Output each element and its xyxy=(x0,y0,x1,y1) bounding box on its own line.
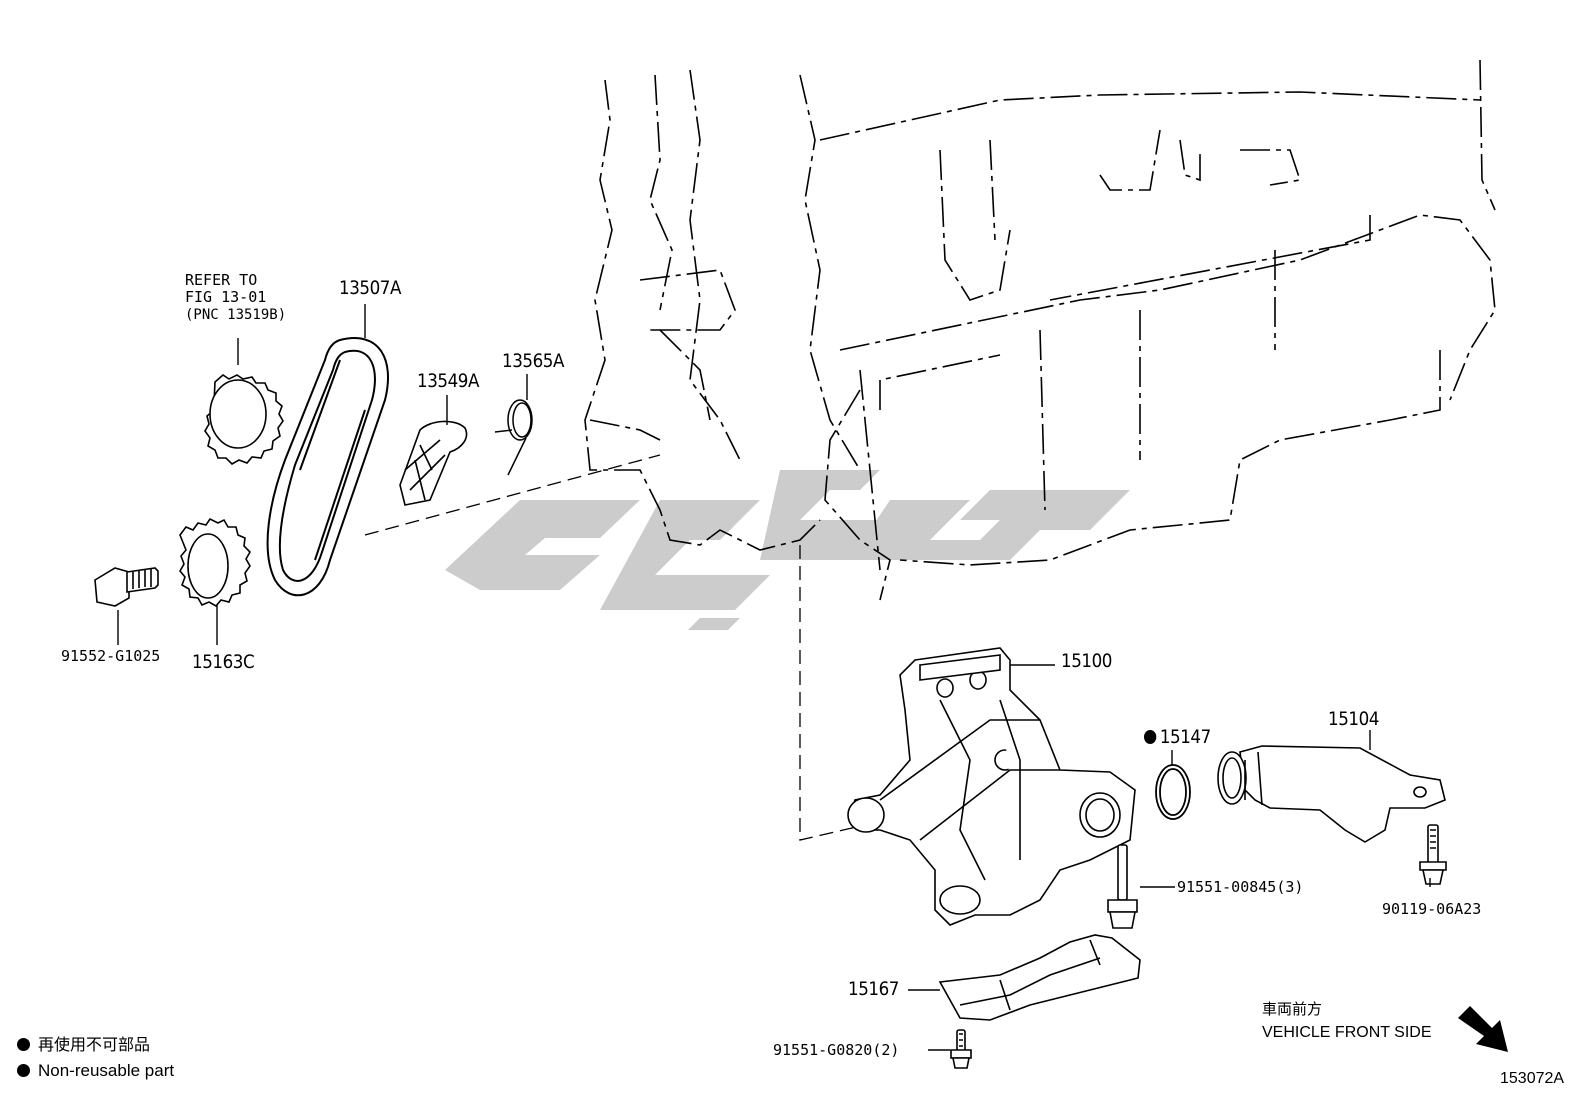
legend-dot-icon xyxy=(17,1038,30,1051)
callout-91551-00845[interactable]: 91551-00845(3) xyxy=(1177,878,1304,896)
legend-japanese: 再使用不可部品 xyxy=(17,1037,150,1053)
legend-english-text: Non-reusable part xyxy=(38,1061,175,1080)
vehicle-front-arrow xyxy=(1458,1006,1508,1052)
callout-90119-06A23[interactable]: 90119-06A23 xyxy=(1382,900,1482,918)
chain-guide-drawing xyxy=(399,420,468,506)
reference-line-2: FIG 13-01 xyxy=(185,288,267,307)
callout-15100[interactable]: 15100 xyxy=(1061,650,1112,672)
legend-dot-icon xyxy=(17,1064,30,1077)
bolt-91551-00845-drawing xyxy=(1107,844,1138,929)
callout-91552-G1025[interactable]: 91552-G1025 xyxy=(61,647,161,665)
non-reusable-dot-icon xyxy=(1144,730,1157,744)
callout-13507A[interactable]: 13507A xyxy=(339,277,401,299)
bolt-90119-drawing xyxy=(1419,824,1447,885)
engine-block-outline xyxy=(584,59,1496,601)
oil-strainer-drawing xyxy=(1217,745,1446,843)
callout-15104[interactable]: 15104 xyxy=(1328,708,1379,730)
callout-15167[interactable]: 15167 xyxy=(848,978,899,1000)
sprocket-upper-drawing xyxy=(204,373,284,465)
reference-note: REFER TO FIG 13-01 (PNC 13519B) xyxy=(185,271,287,323)
o-ring-drawing xyxy=(1155,764,1191,820)
spring-drawing xyxy=(494,399,533,476)
timing-chain-drawing xyxy=(266,337,389,597)
callout-15147[interactable]: 15147 xyxy=(1144,728,1211,747)
legend-japanese-text: 再使用不可部品 xyxy=(38,1035,151,1054)
callout-leaders xyxy=(117,304,1431,1051)
reference-line-3: (PNC 13519B) xyxy=(185,306,287,323)
sprocket-lower-drawing xyxy=(179,517,251,608)
diagram-code: 153072A xyxy=(1500,1070,1565,1087)
callout-13549A[interactable]: 13549A xyxy=(417,370,479,392)
oil-pump-drawing xyxy=(847,647,1136,926)
callout-91551-G0820[interactable]: 91551-G0820(2) xyxy=(773,1041,900,1059)
bolt-91552-drawing xyxy=(94,567,159,607)
bolt-91551-G0820-drawing xyxy=(950,1029,972,1069)
callout-15163C[interactable]: 15163C xyxy=(192,651,255,673)
callout-13565A[interactable]: 13565A xyxy=(502,350,564,372)
reference-line-1: REFER TO xyxy=(185,271,258,289)
assembly-leader-lines xyxy=(364,454,866,841)
legend-english: Non-reusable part xyxy=(17,1062,174,1079)
vehicle-front-english: VEHICLE FRONT SIDE xyxy=(1262,1024,1432,1041)
baffle-plate-drawing xyxy=(938,934,1141,1021)
vehicle-front-japanese: 車両前方 xyxy=(1262,1000,1323,1018)
callout-15147-label: 15147 xyxy=(1159,726,1211,748)
watermark-logo xyxy=(445,470,1130,630)
